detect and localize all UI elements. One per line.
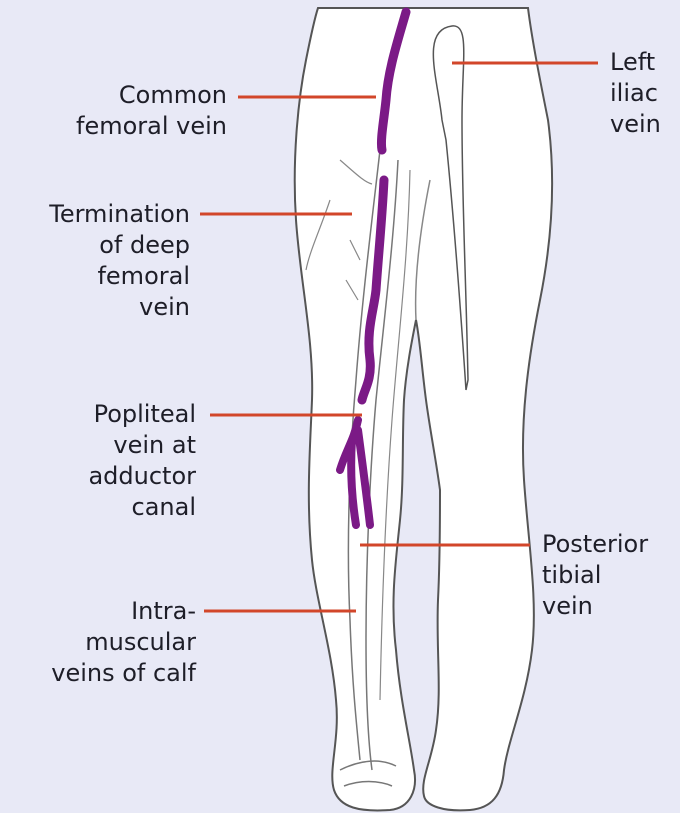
label-line: Popliteal (88, 399, 196, 430)
label-line: femoral vein (76, 111, 227, 142)
label-line: vein (542, 591, 648, 622)
label-line: adductor (88, 461, 196, 492)
label-left-iliac-vein: Left iliac vein (610, 47, 661, 140)
label-line: canal (88, 492, 196, 523)
label-line: femoral (49, 261, 190, 292)
label-deep-femoral-vein: Termination of deep femoral vein (49, 199, 190, 323)
label-line: iliac (610, 78, 661, 109)
label-line: Intra- (51, 596, 196, 627)
label-line: muscular (51, 627, 196, 658)
label-line: vein (49, 292, 190, 323)
label-common-femoral-vein: Common femoral vein (76, 80, 227, 142)
label-posterior-tibial-vein: Posterior tibial vein (542, 529, 648, 622)
label-line: veins of calf (51, 658, 196, 689)
label-line: tibial (542, 560, 648, 591)
label-line: of deep (49, 230, 190, 261)
label-line: Termination (49, 199, 190, 230)
label-intramuscular-veins: Intra- muscular veins of calf (51, 596, 196, 689)
label-line: vein at (88, 430, 196, 461)
label-line: Posterior (542, 529, 648, 560)
label-popliteal-vein: Popliteal vein at adductor canal (88, 399, 196, 523)
label-line: vein (610, 109, 661, 140)
label-line: Common (76, 80, 227, 111)
legs-silhouette (295, 8, 552, 810)
label-line: Left (610, 47, 661, 78)
